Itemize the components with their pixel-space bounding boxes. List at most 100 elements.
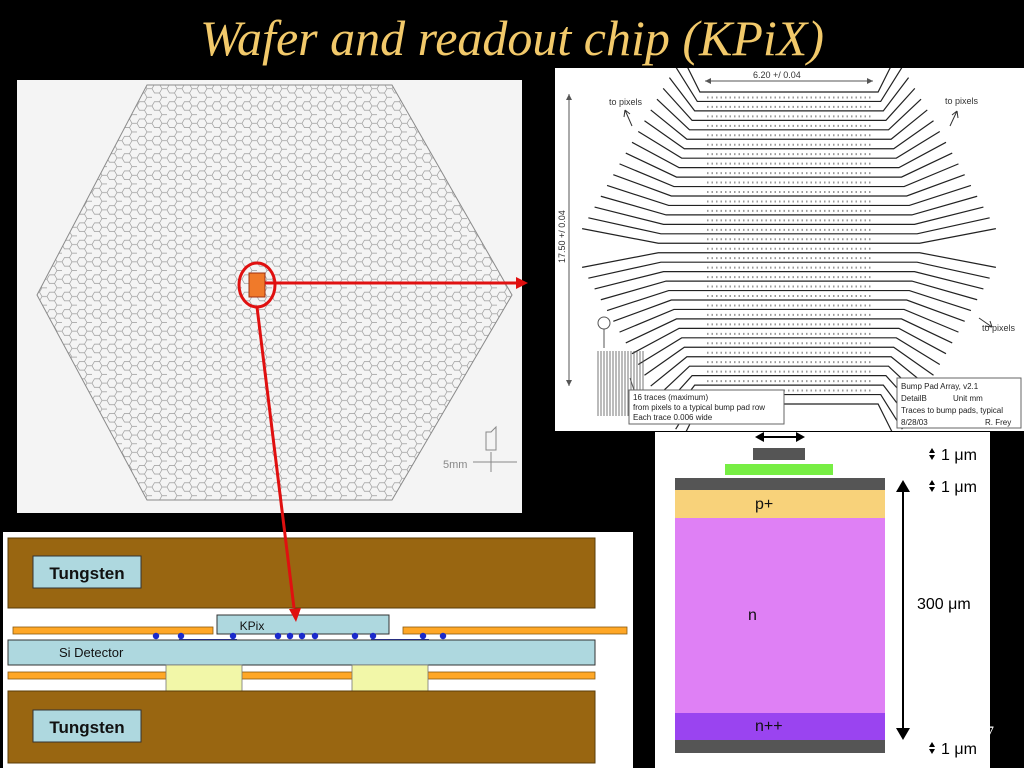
detector-stack-diagram: Tungsten KPix Si Detector Tungsten xyxy=(3,532,633,768)
bump-bond xyxy=(177,632,185,640)
trace-line xyxy=(619,163,959,188)
height-dimension: 17.50 +/ 0.04 xyxy=(557,94,572,386)
dimension-thickness: 300 μm xyxy=(896,480,971,740)
trace-line xyxy=(644,120,934,150)
trace-line xyxy=(600,195,978,216)
top-metal-layer xyxy=(675,478,885,490)
trace-line xyxy=(625,318,953,344)
bump-bond xyxy=(298,632,306,640)
tungsten-label-box-bottom xyxy=(32,709,142,743)
info-author: R. Frey xyxy=(985,418,1011,427)
trace-line xyxy=(656,98,922,131)
trace-line xyxy=(650,109,928,140)
bump-pad-svg: 6.20 +/ 0.04 17.50 +/ 0.04 to pixels to … xyxy=(557,68,1022,431)
slide-title: Wafer and readout chip (KPiX) xyxy=(200,10,824,66)
info-unit: Unit mm xyxy=(953,394,983,403)
trace-layer-upper-left xyxy=(12,626,214,635)
dimension-bottom: 1 μm xyxy=(929,741,977,758)
note-line-3: Each trace 0.006 wide xyxy=(633,413,713,422)
oxide-layer xyxy=(725,464,833,475)
wafer-diagram: 5mm xyxy=(17,80,522,513)
note-line-1: 16 traces (maximum) xyxy=(633,393,708,402)
sensor-layer-diagram: p+ n n++ 1 μm 1 μm 300 μm 1 μm xyxy=(655,432,990,768)
note-line-2: from pixels to a typical bump pad row xyxy=(633,403,765,412)
info-box: Bump Pad Array, v2.1 DetailB Unit mm Tra… xyxy=(896,377,1022,429)
trace-layer-lower xyxy=(7,671,596,680)
slide-number: 7 xyxy=(986,724,994,741)
trace-line xyxy=(600,280,978,301)
to-pixels-label-left: to pixels xyxy=(609,97,643,107)
bump-bond xyxy=(311,632,319,640)
scale-bar: 5mm xyxy=(443,425,517,472)
trace-line xyxy=(619,308,959,333)
bump-traces xyxy=(582,68,996,431)
width-dimension-label: 6.20 +/ 0.04 xyxy=(753,70,801,80)
stack-svg: Tungsten KPix Si Detector Tungsten xyxy=(7,537,628,764)
trace-line xyxy=(637,337,941,365)
trace-line xyxy=(662,87,916,121)
dimension-top-1: 1 μm xyxy=(929,447,977,464)
trace-line xyxy=(613,174,965,197)
svg-text:1 μm: 1 μm xyxy=(941,447,977,464)
bump-bond xyxy=(439,632,447,640)
trace-line xyxy=(588,217,990,235)
trace-line xyxy=(594,206,984,225)
info-date: 8/28/03 xyxy=(901,418,928,427)
bottom-metal-layer xyxy=(675,740,885,753)
trace-line xyxy=(625,152,953,178)
si-detector-label: Si Detector xyxy=(59,645,124,660)
spacer-right xyxy=(351,664,429,692)
trace-line xyxy=(675,68,903,103)
svg-text:300 μm: 300 μm xyxy=(917,596,971,613)
trace-line xyxy=(588,261,990,279)
trace-line xyxy=(594,271,984,290)
trace-note-box: 16 traces (maximum) from pixels to a typ… xyxy=(628,377,785,425)
bump-bond xyxy=(369,632,377,640)
trace-line xyxy=(606,289,972,312)
trace-line xyxy=(687,68,891,93)
trace-line xyxy=(631,141,947,169)
bump-bonds xyxy=(152,632,447,640)
metal-pad xyxy=(753,448,805,460)
n-bulk-layer xyxy=(675,518,885,713)
svg-text:1 μm: 1 μm xyxy=(941,741,977,758)
width-dimension: 6.20 +/ 0.04 xyxy=(705,70,873,84)
wafer-outline xyxy=(36,84,513,501)
info-detail: DetailB xyxy=(901,394,927,403)
layer-svg: p+ n n++ 1 μm 1 μm 300 μm 1 μm xyxy=(675,432,977,758)
kpix-label: KPix xyxy=(240,619,265,633)
wafer-svg: 5mm xyxy=(36,84,517,501)
bump-bond xyxy=(419,632,427,640)
trace-line xyxy=(606,184,972,207)
p-plus-label: p+ xyxy=(755,496,773,513)
trace-line xyxy=(637,131,941,159)
tungsten-label-bottom: Tungsten xyxy=(49,718,124,737)
spacer-left xyxy=(165,664,243,692)
pad-width-arrow xyxy=(755,432,805,442)
bump-bond xyxy=(286,632,294,640)
tungsten-label-top: Tungsten xyxy=(49,564,124,583)
bump-bond xyxy=(152,632,160,640)
svg-text:1 μm: 1 μm xyxy=(941,479,977,496)
bump-bond xyxy=(351,632,359,640)
trace-line xyxy=(613,299,965,322)
bump-bond xyxy=(274,632,282,640)
tungsten-label-box-top xyxy=(32,555,142,589)
dimension-top-2: 1 μm xyxy=(929,479,977,496)
trace-line xyxy=(650,356,928,387)
n-plus-plus-label: n++ xyxy=(755,718,783,735)
n-label: n xyxy=(748,607,757,624)
trace-line xyxy=(631,327,947,355)
bump-pad-diagram: 6.20 +/ 0.04 17.50 +/ 0.04 to pixels to … xyxy=(555,68,1024,431)
trace-layer-upper-right xyxy=(402,626,628,635)
trace-line xyxy=(644,346,934,376)
scale-label: 5mm xyxy=(443,459,467,471)
bump-bond xyxy=(229,632,237,640)
p-plus-layer xyxy=(675,490,885,518)
trace-line xyxy=(582,228,996,244)
to-pixels-label-right: to pixels xyxy=(945,96,979,106)
si-detector xyxy=(7,639,596,666)
trace-line xyxy=(668,77,910,112)
height-dimension-label: 17.50 +/ 0.04 xyxy=(557,210,567,263)
info-name: Bump Pad Array, v2.1 xyxy=(901,382,979,391)
